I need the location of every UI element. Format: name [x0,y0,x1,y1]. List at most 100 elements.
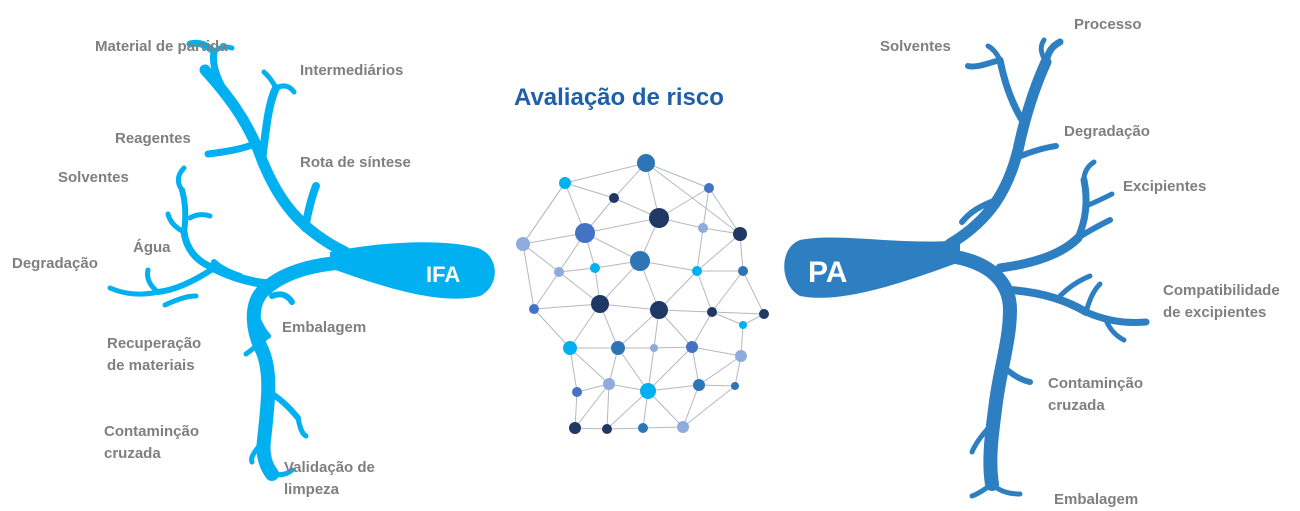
network-node [707,307,717,317]
network-node [602,424,612,434]
network-edge [564,182,615,199]
network-edge [584,217,660,234]
pa-label-contamincao-cruzada: Contaminção cruzada [1048,373,1143,417]
pa-trunk-label: PA [808,256,848,289]
network-edge [682,384,700,428]
ifa-label-contamincao-cruzada: Contaminção cruzada [104,421,199,465]
network-node [591,295,609,313]
network-node [603,378,615,390]
network-node [638,423,648,433]
pa-branch-tree [784,37,1150,499]
network-node [733,227,747,241]
network-node [630,251,650,271]
network-head-graphic [516,154,769,434]
ifa-label-agua: Água [133,239,171,256]
network-edge [522,232,586,245]
network-edge [647,346,693,392]
network-node [692,266,702,276]
network-node [650,344,658,352]
network-edge [522,243,535,310]
network-edge [599,303,660,311]
network-node [704,183,714,193]
network-edge [691,346,700,386]
ifa-trunk [330,242,495,299]
network-edge [533,308,571,349]
network-edge [658,270,698,311]
network-node [650,301,668,319]
network-edge [696,227,704,272]
ifa-label-material-de-partida: Material de partida [95,38,228,55]
label-line: Validação de [284,459,375,476]
pa-label-degradacao: Degradação [1064,123,1150,140]
pa-lower-branch [943,249,1017,491]
label-line: Contaminção [1048,375,1144,392]
network-edge [711,311,744,326]
pa-label-solventes: Solventes [880,38,951,55]
network-edge [711,311,765,315]
diagram-title: Avaliação de risco [514,84,724,111]
ifa-branch-tree [107,39,495,481]
network-edge [642,426,684,429]
network-node [686,341,698,353]
network-node [759,309,769,319]
network-edge [606,427,644,430]
ifa-label-degradacao: Degradação [12,255,98,272]
label-line: Recuperação [107,335,202,352]
network-node [572,387,582,397]
network-node [735,350,747,362]
pa-label-embalagem: Embalagem [1054,491,1139,508]
pa-trunk [784,237,960,298]
network-node [637,154,655,172]
network-edge [574,383,610,429]
pa-label-excipientes: Excipientes [1123,178,1207,195]
label-line: limpeza [284,481,340,498]
label-line: Compatibilidade [1163,282,1280,299]
network-node [554,267,564,277]
network-node [698,223,708,233]
network-edge [647,390,684,428]
network-edge [574,391,578,429]
label-line: Contaminção [104,423,200,440]
ifa-label-validacao-de-limpeza: Validação de limpeza [284,457,375,501]
network-edge [698,384,736,387]
network-edge [533,303,601,310]
network-node [649,208,669,228]
network-edge [708,187,741,235]
network-edge [691,311,713,348]
network-edge [584,232,641,262]
network-edge [606,390,649,430]
network-edge [522,243,560,273]
network-edge [533,271,560,310]
network-edge [696,270,713,313]
network-node [739,321,747,329]
network-edge [564,162,647,184]
network-edge [696,233,741,272]
pa-label-processo: Processo [1074,16,1142,33]
label-line: cruzada [104,445,161,462]
network-edge [647,384,700,392]
network-edge [522,182,566,245]
ifa-label-recuperacao-de-materiais: Recuperação de materiais [107,333,201,377]
pa-upper-branch [944,56,1052,250]
network-edge [617,347,649,392]
label-line: cruzada [1048,397,1105,414]
network-node [611,341,625,355]
network-node [677,421,689,433]
pa-label-compatibilidade-de-excipientes: Compatibilidade de excipientes [1163,280,1280,324]
network-edge [682,385,736,428]
network-edge [691,346,742,357]
network-edge [617,309,660,349]
network-edge [645,162,710,189]
network-node [575,223,595,243]
network-edge [606,383,610,430]
network-node [516,237,530,251]
network-edge [569,347,578,393]
network-edge [711,270,744,313]
network-node [529,304,539,314]
network-edge [653,346,693,349]
ifa-lower-branch [246,255,357,481]
network-edge [569,347,610,385]
network-edge [742,270,765,315]
ifa-label-reagentes: Reagentes [115,130,191,147]
